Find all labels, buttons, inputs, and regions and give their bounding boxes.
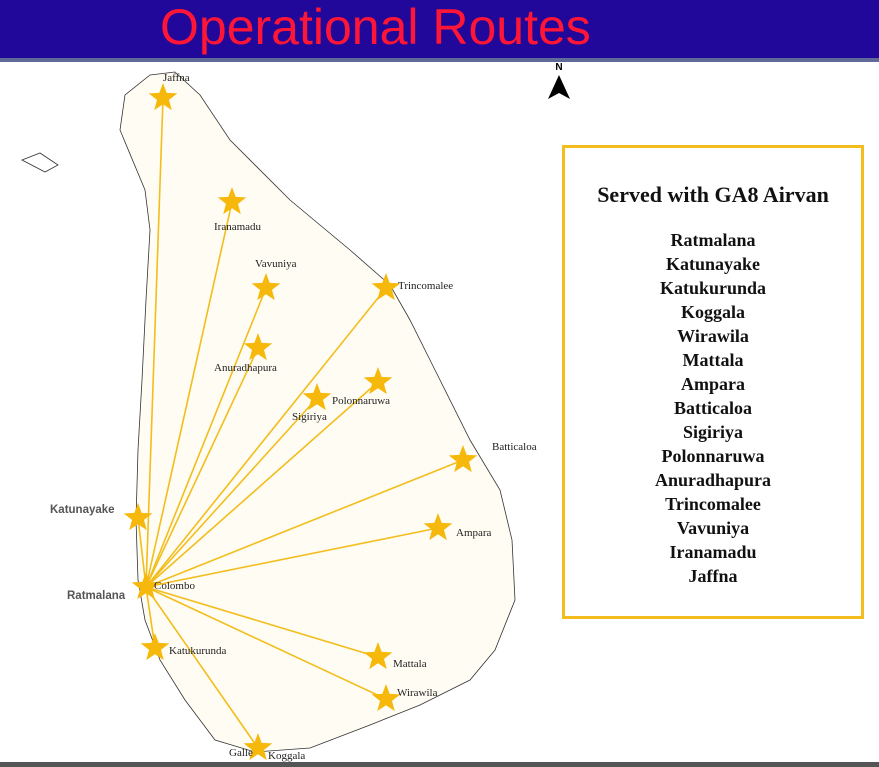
served-airport-item: Katunayake <box>665 254 761 274</box>
served-airport-item: Koggala <box>680 302 745 322</box>
label-trincomalee: Trincomalee <box>398 280 454 292</box>
label-wirawila: Wirawila <box>397 687 438 699</box>
airport-star-icon-mattala <box>363 642 393 670</box>
label-anuradhapura: Anuradhapura <box>214 362 277 374</box>
airport-star-icon-katunayake <box>123 503 153 531</box>
label-mattala: Mattala <box>393 658 427 670</box>
label-katukurunda: Katukurunda <box>169 645 227 657</box>
airport-star-icon-jaffna <box>148 83 178 111</box>
north-label: N <box>555 62 563 73</box>
label-ampara: Ampara <box>456 527 492 539</box>
served-airport-item: Katukurunda <box>659 278 767 298</box>
served-airport-item: Polonnaruwa <box>661 446 765 466</box>
north-arrow-icon <box>548 75 570 99</box>
airport-star-icon-koggala <box>243 733 273 761</box>
footer-bar <box>0 762 879 767</box>
label-polonnaruwa: Polonnaruwa <box>332 395 391 407</box>
served-box-title: Served with GA8 Airvan <box>597 182 829 207</box>
airport-star-icon-sigiriya <box>302 383 332 411</box>
route-line-iranamadu <box>145 201 233 588</box>
route-line-anuradhapura <box>145 347 259 588</box>
airport-star-icon-trincomalee <box>371 273 401 301</box>
route-line-polonnaruwa <box>145 381 379 588</box>
label-galle: Galle <box>229 747 253 759</box>
served-airport-item: Jaffna <box>688 566 738 586</box>
airport-star-icon-polonnaruwa <box>363 367 393 395</box>
airport-star-icon-ratmalana <box>131 572 161 600</box>
route-line-ampara <box>145 527 439 588</box>
airport-star-icon-wirawila <box>371 684 401 712</box>
served-airport-item: Wirawila <box>677 326 749 346</box>
served-airport-item: Batticaloa <box>674 398 752 418</box>
page-title: Operational Routes <box>160 0 591 55</box>
served-airport-item: Iranamadu <box>669 542 757 562</box>
served-airport-item: Vavuniya <box>676 518 750 538</box>
airport-star-icon-batticaloa <box>448 445 478 473</box>
served-airport-item: Ampara <box>681 374 745 394</box>
mannar-island <box>21 152 59 173</box>
served-airport-item: Trincomalee <box>665 494 761 514</box>
route-line-batticaloa <box>145 459 464 588</box>
route-line-sigiriya <box>145 397 318 588</box>
route-line-wirawila <box>145 586 387 700</box>
header-divider <box>0 58 879 62</box>
north-arrow: N <box>547 62 571 106</box>
route-line-trincomalee <box>145 287 387 588</box>
label-katunayake: Katunayake <box>50 504 115 516</box>
served-airport-item: Anuradhapura <box>654 470 772 490</box>
label-batticaloa: Batticaloa <box>492 441 537 453</box>
route-line-koggala <box>145 586 259 749</box>
route-line-katunayake <box>137 517 147 588</box>
airport-star-icon-iranamadu <box>217 187 247 215</box>
served-airport-item: Mattala <box>682 350 744 370</box>
label-colombo: Colombo <box>154 580 195 592</box>
served-airport-item: Sigiriya <box>682 422 743 442</box>
route-line-jaffna <box>145 97 164 588</box>
label-jaffna: Jaffna <box>163 72 190 84</box>
route-line-vavuniya <box>145 287 267 588</box>
label-vavuniya: Vavuniya <box>255 258 297 270</box>
route-line-mattala <box>145 586 379 658</box>
header-bar: Operational Routes <box>0 0 879 58</box>
airport-star-icon-anuradhapura <box>243 333 273 361</box>
airport-star-icon-katukurunda <box>140 633 170 661</box>
island-outline <box>119 71 516 753</box>
served-airport-item: Ratmalana <box>670 230 756 250</box>
airport-star-icon-vavuniya <box>251 273 281 301</box>
airport-star-icon-ampara <box>423 513 453 541</box>
label-iranamadu: Iranamadu <box>214 221 262 233</box>
label-ratmalana: Ratmalana <box>67 590 126 602</box>
label-koggala: Koggala <box>268 750 306 762</box>
label-sigiriya: Sigiriya <box>292 411 327 423</box>
